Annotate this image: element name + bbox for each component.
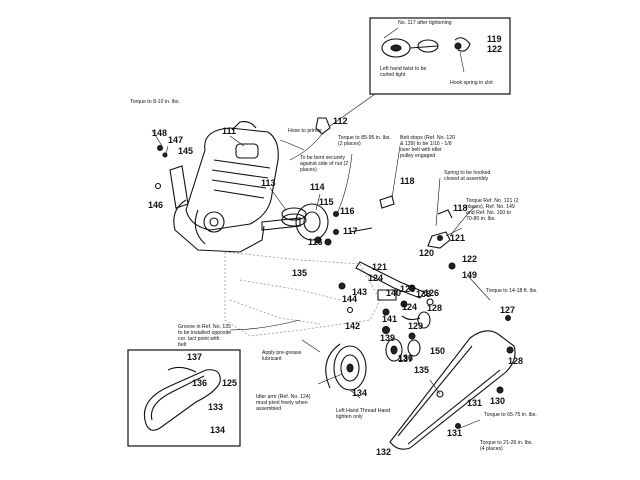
callout-137: 137 [187,352,202,362]
note-torque-21-26: Torque to 21-26 in. lbs.(4 places) [480,440,533,452]
callout-125: 125 [222,378,237,388]
callout-112: 112 [333,116,348,126]
callout-130: 130 [490,396,505,406]
callout-128: 128 [427,303,442,313]
callout-141: 141 [382,314,397,324]
callout-137: 137 [398,354,413,364]
bracket-parts [151,129,189,209]
detail-inset-top: No. 117 after tightening Left hand twist… [329,17,511,127]
callout-134: 134 [352,388,367,398]
note-torque-65-75: Torque to 65-75 in. lbs. [484,412,537,418]
belt-cover [389,315,516,450]
callout-116: 116 [340,206,355,216]
callout-119: 119 [487,34,502,44]
callout-118: 118 [453,203,468,213]
callout-135: 135 [292,268,307,278]
note-hose-primer: Hose to primer [288,128,322,134]
callout-117: 117 [343,226,358,236]
callout-136: 136 [398,353,413,363]
callout-124: 124 [368,273,383,283]
pin-parts [349,195,456,270]
callout-124: 124 [402,302,417,312]
inset-note-hook-spring: Hook spring in slot [450,80,493,86]
annotations: Torque to 8-10 in. lbs. Hose to primer T… [130,99,538,452]
callout-120: 120 [419,248,434,258]
muffler-part [281,203,339,246]
belt-inset [127,349,241,447]
callout-142: 142 [345,321,360,331]
callout-135: 135 [414,365,429,375]
callout-149: 149 [462,270,477,280]
callout-133: 133 [208,402,223,412]
callout-121: 121 [450,233,465,243]
callout-132: 132 [376,447,391,457]
callout-122: 122 [487,44,502,54]
callout-122: 122 [462,254,477,264]
callout-131: 131 [467,398,482,408]
note-torque-8-10: Torque to 8-10 in. lbs. [130,99,180,105]
callout-138: 138 [416,289,431,299]
callout-114: 114 [310,182,325,192]
primer-part [289,117,331,161]
callout-116: 116 [308,237,323,247]
callout-111: 111 [222,126,236,136]
callout-150: 150 [430,346,445,356]
engine-assembly [173,121,305,253]
note-idler-arm: Idler arm (Ref. No. 124)must pivot freel… [256,394,311,412]
callout-140: 140 [386,288,401,298]
callout-144: 144 [342,294,357,304]
pulley-assembly [325,311,431,391]
callout-127: 127 [500,305,515,315]
callout-139: 139 [380,333,395,343]
inset-note-tightening: No. 117 after tightening [398,20,452,26]
callout-146: 146 [148,200,163,210]
callout-145: 145 [178,146,193,156]
callout-126: 126 [424,288,439,298]
callout-118: 118 [400,176,415,186]
callout-113: 113 [261,178,276,188]
note-torque-14-18: Torque to 14-18 ft. lbs. [486,288,538,294]
callout-128: 128 [508,356,523,366]
callout-115: 115 [319,197,334,207]
callout-134: 134 [210,425,225,435]
callout-148: 148 [152,128,167,138]
callout-143: 143 [352,287,367,297]
callout-136: 136 [192,378,207,388]
callout-121: 121 [372,262,387,272]
callout-131: 131 [447,428,462,438]
callout-147: 147 [168,135,183,145]
callout-129: 129 [408,321,423,331]
idler-arm-assembly [338,261,434,340]
leader-lines [229,135,491,429]
note-torque-85-95: Torque to 85-95 in. lbs.(2 places) [338,135,391,147]
note-belt-stops: Belt stops (Ref. No. 120& 139) to be 1/1… [400,135,455,159]
callout-123: 123 [400,284,415,294]
chassis-outline [224,251,381,337]
